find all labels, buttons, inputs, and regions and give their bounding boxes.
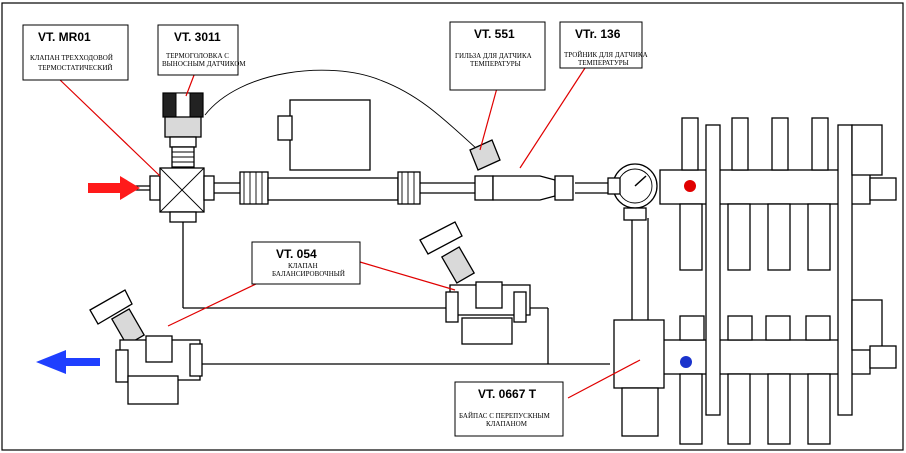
- supply-dot: [684, 180, 696, 192]
- svg-text:БАЛАНСИРОВОЧНЫЙ: БАЛАНСИРОВОЧНЫЙ: [272, 270, 345, 278]
- return-dot: [680, 356, 692, 368]
- svg-text:КЛАПАН ТРЕХХОДОВОЙ: КЛАПАН ТРЕХХОДОВОЙ: [30, 54, 113, 62]
- svg-text:ТЕРМОСТАТИЧЕСКИЙ: ТЕРМОСТАТИЧЕСКИЙ: [38, 64, 112, 72]
- label-vt-mr01: VT. MR01 КЛАПАН ТРЕХХОДОВОЙ ТЕРМОСТАТИЧЕ…: [22, 24, 129, 81]
- svg-text:VTr. 136: VTr. 136: [575, 27, 621, 41]
- svg-text:ТРОЙНИК ДЛЯ ДАТЧИКА: ТРОЙНИК ДЛЯ ДАТЧИКА: [564, 51, 648, 59]
- svg-text:ТЕМПЕРАТУРЫ: ТЕМПЕРАТУРЫ: [578, 59, 629, 67]
- supply-arrow-icon: [88, 176, 140, 200]
- svg-text:VT. 0667 T: VT. 0667 T: [478, 387, 537, 401]
- balancing-valve-right: [419, 221, 531, 345]
- label-vt-551: VT. 551 ГИЛЬЗА ДЛЯ ДАТЧИКА ТЕМПЕРАТУРЫ: [449, 21, 546, 91]
- svg-text:VT. 054: VT. 054: [276, 247, 317, 261]
- svg-text:КЛАПАНОМ: КЛАПАНОМ: [486, 420, 528, 428]
- pressure-gauge-icon: [612, 163, 658, 221]
- label-vt-0667t: VT. 0667 T БАЙПАС С ПЕРЕПУСКНЫМ КЛАПАНОМ: [454, 381, 564, 437]
- svg-text:ТЕМПЕРАТУРЫ: ТЕМПЕРАТУРЫ: [470, 60, 521, 68]
- svg-text:ТЕРМОГОЛОВКА С: ТЕРМОГОЛОВКА С: [166, 52, 229, 60]
- svg-text:VT. 551: VT. 551: [474, 27, 515, 41]
- label-vt-054: VT. 054 КЛАПАН БАЛАНСИРОВОЧНЫЙ: [251, 241, 361, 285]
- manifold: [607, 117, 897, 445]
- label-vtr-136: VTr. 136 ТРОЙНИК ДЛЯ ДАТЧИКА ТЕМПЕРАТУРЫ: [559, 21, 648, 69]
- svg-text:VT. 3011: VT. 3011: [174, 30, 221, 44]
- leader-lines: [57, 67, 641, 399]
- label-vt-3011: VT. 3011 ТЕРМОГОЛОВКА С ВЫНОСНЫМ ДАТЧИКО…: [157, 24, 246, 76]
- return-arrow-icon: [36, 350, 100, 374]
- circulation-pump: [239, 99, 421, 205]
- svg-text:БАЙПАС С ПЕРЕПУСКНЫМ: БАЙПАС С ПЕРЕПУСКНЫМ: [459, 412, 551, 420]
- svg-text:ВЫНОСНЫМ ДАТЧИКОМ: ВЫНОСНЫМ ДАТЧИКОМ: [162, 60, 246, 68]
- svg-text:КЛАПАН: КЛАПАН: [288, 262, 318, 270]
- svg-text:VT. MR01: VT. MR01: [38, 30, 91, 44]
- svg-text:ГИЛЬЗА ДЛЯ ДАТЧИКА: ГИЛЬЗА ДЛЯ ДАТЧИКА: [455, 52, 532, 60]
- balancing-valve-left: [89, 289, 203, 405]
- sensor-tee: [469, 139, 574, 201]
- three-way-valve: [149, 92, 215, 223]
